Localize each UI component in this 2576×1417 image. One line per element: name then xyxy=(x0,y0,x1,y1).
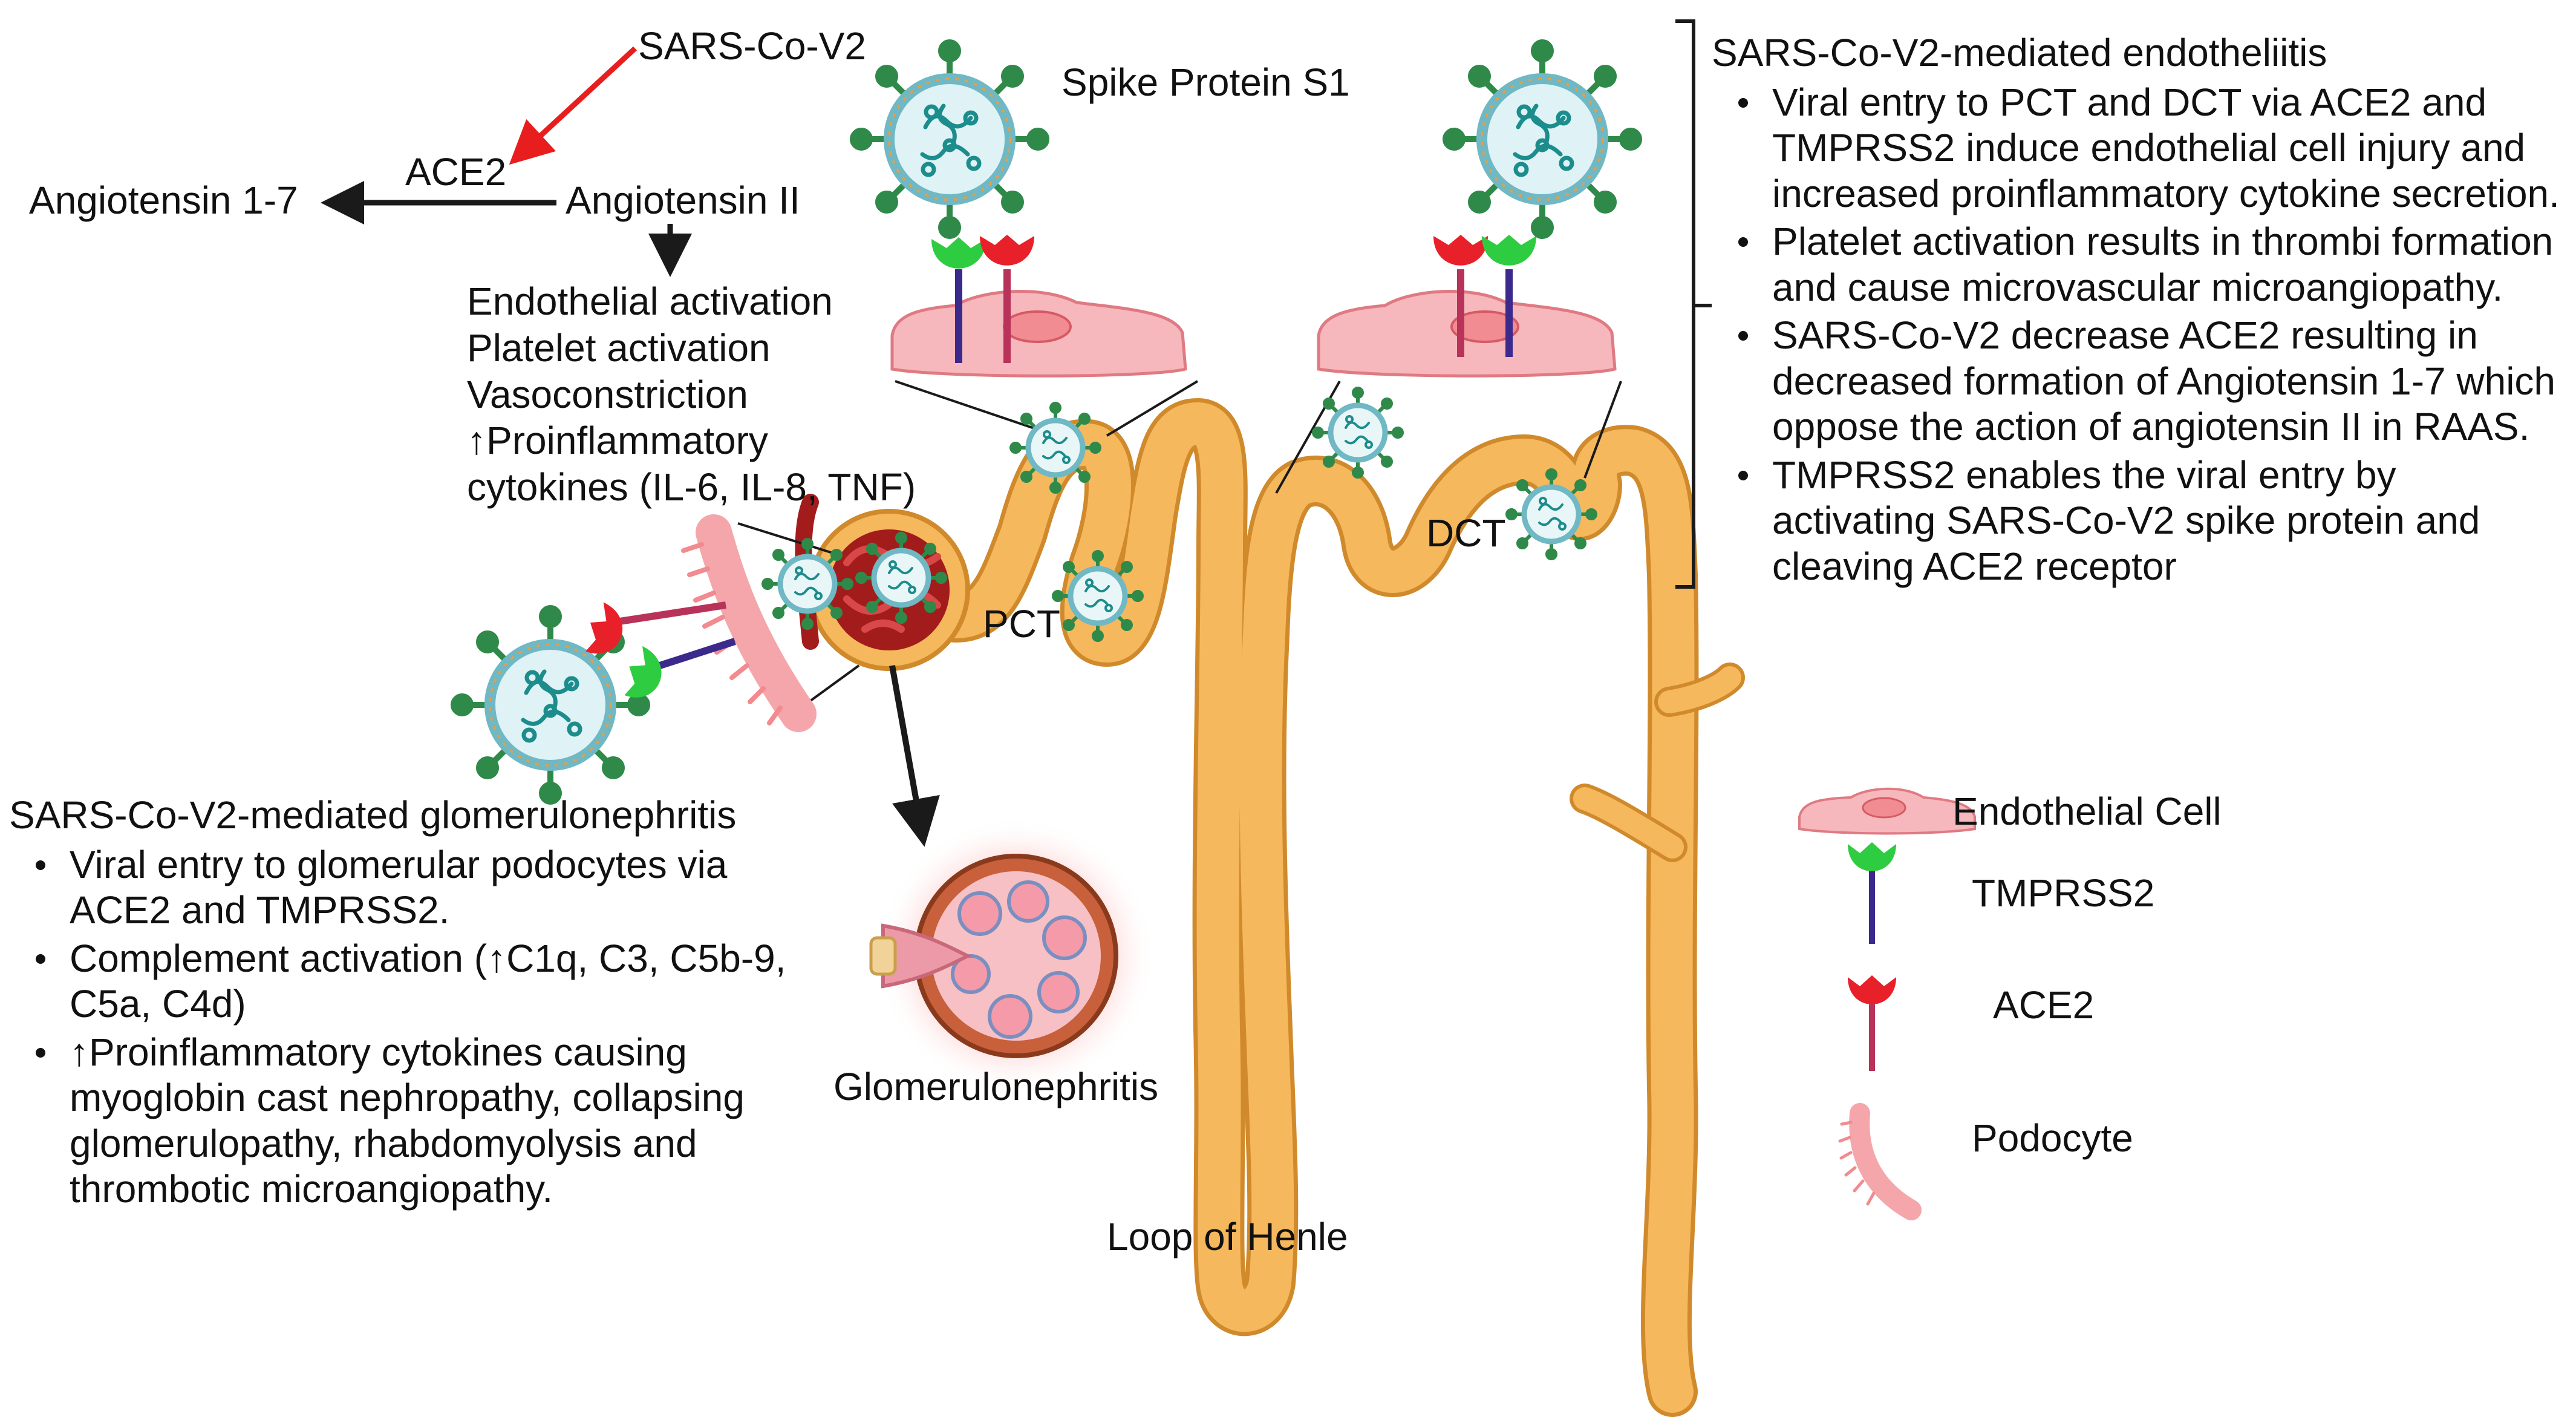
legend-label-ace2: ACE2 xyxy=(1993,983,2095,1027)
glomerulonephritis-list: Viral entry to glomerular podocytes via … xyxy=(9,842,826,1212)
endotheliitis-item: Platelet activation results in thrombi f… xyxy=(1712,219,2565,310)
label-angiotensin-ii: Angiotensin II xyxy=(566,178,800,222)
endotheliitis-title: SARS-Co-V2-mediated endotheliitis xyxy=(1712,31,2327,74)
label-glomerulonephritis: Glomerulonephritis xyxy=(833,1065,1159,1108)
label-sars-cov2: SARS-Co-V2 xyxy=(638,24,866,68)
endotheliitis-item: SARS-Co-V2 decrease ACE2 resulting in de… xyxy=(1712,313,2565,450)
nephron-tubule xyxy=(930,398,1745,1417)
angiotensin-effects-list: Endothelial activation Platelet activati… xyxy=(467,278,916,511)
small-virus-pct-1 xyxy=(1011,404,1100,492)
effect-item: Platelet activation xyxy=(467,326,771,370)
small-virus-glom-1 xyxy=(763,540,852,628)
label-dct: DCT xyxy=(1426,511,1506,555)
endotheliitis-item: Viral entry to PCT and DCT via ACE2 and … xyxy=(1712,80,2565,217)
endotheliitis-item: TMPRSS2 enables the viral entry by activ… xyxy=(1712,453,2565,590)
effect-item: Endothelial activation xyxy=(467,280,833,323)
bracket xyxy=(1675,19,1712,589)
glomerulonephritis-illustration xyxy=(869,817,1155,1095)
arrow-sars-to-ace2 xyxy=(509,46,637,165)
glomerulonephritis-item: Complement activation (↑C1q, C3, C5b-9, … xyxy=(9,936,826,1027)
label-loop-of-henle: Loop of Henle xyxy=(1107,1215,1348,1258)
effect-item: Vasoconstriction xyxy=(467,372,748,416)
receptors-podocyte xyxy=(585,601,736,698)
small-virus-glom-2 xyxy=(857,534,945,622)
small-virus-dct-1 xyxy=(1314,388,1402,477)
glomerulonephritis-item: Viral entry to glomerular podocytes via … xyxy=(9,842,826,934)
endothelial-cell-left xyxy=(890,290,1187,378)
endotheliitis-list: Viral entry to PCT and DCT via ACE2 and … xyxy=(1712,80,2565,590)
glomerulonephritis-block: SARS-Co-V2-mediated glomerulonephritis V… xyxy=(9,793,826,1215)
legend-label-endothelial-cell: Endothelial Cell xyxy=(1952,790,2222,833)
legend-label-tmprss2: TMPRSS2 xyxy=(1972,871,2155,915)
glomerulonephritis-title: SARS-Co-V2-mediated glomerulonephritis xyxy=(9,793,737,837)
endothelial-cell-right xyxy=(1317,290,1617,378)
tmprss2-receptor-icon xyxy=(1848,842,1896,944)
glomerulonephritis-item: ↑Proinflammatory cytokines causing myogl… xyxy=(9,1030,826,1212)
label-angiotensin-1-7: Angiotensin 1-7 xyxy=(29,178,298,222)
effect-item: ↑Proinflammatory xyxy=(467,419,768,463)
receptors-right xyxy=(1433,235,1536,357)
arrow-glom-to-illustration xyxy=(889,665,940,847)
ace2-receptor-icon xyxy=(1848,975,1896,1071)
effect-item: cytokines (IL-6, IL-8, TNF) xyxy=(467,465,916,509)
small-virus-dct-2 xyxy=(1507,470,1596,558)
virus-top-left xyxy=(853,42,1046,236)
label-ace2: ACE2 xyxy=(405,150,507,194)
label-pct: PCT xyxy=(983,602,1060,646)
virus-top-right xyxy=(1446,42,1639,236)
endothelial-cell-icon xyxy=(1798,787,1976,835)
receptors-left xyxy=(931,235,1034,363)
endotheliitis-block: SARS-Co-V2-mediated endotheliitis Viral … xyxy=(1712,30,2565,592)
small-virus-pct-2 xyxy=(1054,552,1142,640)
podocyte-left xyxy=(681,514,817,732)
podocyte-icon xyxy=(1838,1103,1922,1220)
legend-label-podocyte: Podocyte xyxy=(1972,1116,2133,1160)
label-spike-protein: Spike Protein S1 xyxy=(1061,61,1350,104)
arrows xyxy=(321,46,940,847)
